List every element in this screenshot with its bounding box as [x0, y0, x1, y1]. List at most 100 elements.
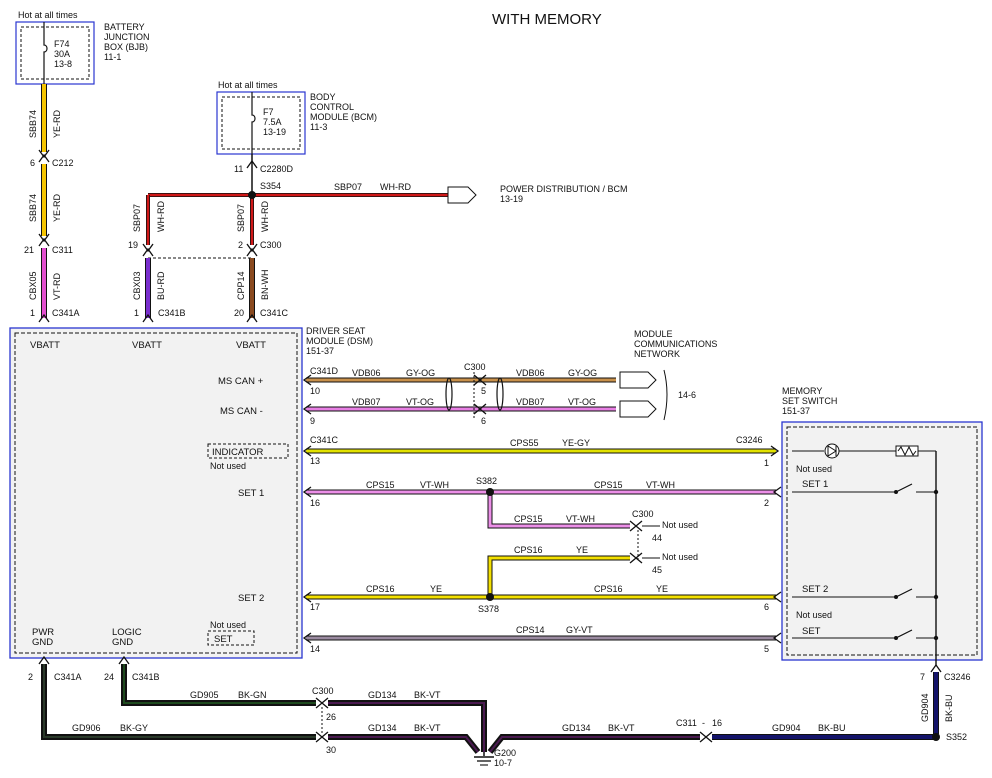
svg-text:20: 20: [234, 308, 244, 318]
svg-text:VT-WH: VT-WH: [646, 480, 675, 490]
svg-text:POWER DISTRIBUTION / BCM: POWER DISTRIBUTION / BCM: [500, 184, 628, 194]
svg-text:Not used: Not used: [662, 552, 698, 562]
svg-text:Not used: Not used: [210, 620, 246, 630]
svg-text:CPS14: CPS14: [516, 625, 545, 635]
svg-text:MS CAN +: MS CAN +: [218, 376, 264, 387]
svg-text:5: 5: [481, 386, 486, 396]
svg-text:S354: S354: [260, 181, 281, 191]
svg-text:16: 16: [712, 718, 722, 728]
svg-text:BK-GY: BK-GY: [120, 723, 148, 733]
svg-text:11: 11: [234, 164, 243, 174]
svg-text:13-19: 13-19: [500, 194, 523, 204]
svg-text:1: 1: [30, 308, 35, 318]
svg-text:19: 19: [128, 240, 138, 250]
svg-text:SET SWITCH: SET SWITCH: [782, 396, 837, 406]
fuse-amp: 7.5A: [263, 117, 282, 127]
svg-text:SET 2: SET 2: [802, 584, 828, 595]
svg-text:1: 1: [134, 308, 139, 318]
svg-text:MEMORY: MEMORY: [782, 386, 822, 396]
svg-text:C311: C311: [676, 718, 697, 728]
svg-text:GD134: GD134: [368, 690, 397, 700]
body-control-module: Hot at all times F7 7.5A 13-19 BODY CONT…: [216, 80, 377, 155]
svg-text:-: -: [702, 718, 705, 728]
svg-text:YE: YE: [430, 584, 442, 594]
fuse-icon: [251, 92, 256, 154]
bcm-feed-wires: 11 C2280D S354 SBP07 WH-RD POWER DISTRIB…: [128, 154, 628, 323]
svg-text:WH-RD: WH-RD: [260, 201, 270, 232]
svg-text:151-37: 151-37: [306, 346, 334, 356]
battery-junction-box: Hot at all times F74 30A 13-8 BATTERY JU…: [15, 10, 150, 85]
svg-text:GY-OG: GY-OG: [568, 368, 597, 378]
connector-arrow-icon: [447, 186, 477, 204]
svg-text:1: 1: [764, 458, 769, 468]
fuse-name: F7: [263, 107, 274, 117]
svg-text:BU-RD: BU-RD: [156, 271, 166, 300]
svg-text:SBB74: SBB74: [28, 194, 38, 222]
svg-text:C300: C300: [464, 362, 486, 372]
connector-arrow-icon: [619, 400, 657, 418]
svg-text:VT-WH: VT-WH: [566, 514, 595, 524]
svg-text:6: 6: [481, 416, 486, 426]
memory-set-switch: MEMORY SET SWITCH 151-37 Not used SET 1 …: [781, 386, 983, 734]
svg-text:SET: SET: [802, 626, 821, 637]
svg-text:SBP07: SBP07: [236, 204, 246, 232]
svg-text:VDB07: VDB07: [352, 397, 381, 407]
svg-text:CBX05: CBX05: [28, 271, 38, 300]
svg-text:MODULE (BCM): MODULE (BCM): [310, 112, 377, 122]
svg-text:C2280D: C2280D: [260, 164, 294, 174]
svg-text:BATTERY: BATTERY: [104, 22, 145, 32]
svg-text:C300: C300: [312, 686, 334, 696]
svg-text:G200: G200: [494, 748, 516, 758]
svg-text:Not used: Not used: [796, 610, 832, 620]
svg-text:9: 9: [310, 416, 315, 426]
splice-s352: [932, 733, 940, 741]
svg-text:26: 26: [326, 712, 336, 722]
svg-text:SBB74: SBB74: [28, 110, 38, 138]
splice-s378: [486, 593, 494, 601]
svg-text:BK-VT: BK-VT: [414, 723, 441, 733]
hot-label: Hot at all times: [218, 80, 278, 90]
svg-text:SET 1: SET 1: [238, 488, 264, 499]
svg-text:C3246: C3246: [736, 435, 763, 445]
svg-text:LOGIC: LOGIC: [112, 627, 142, 638]
svg-text:C341C: C341C: [260, 308, 289, 318]
svg-text:6: 6: [30, 158, 35, 168]
svg-text:BK-VT: BK-VT: [414, 690, 441, 700]
svg-text:21: 21: [24, 245, 34, 255]
svg-text:CPS16: CPS16: [366, 584, 395, 594]
svg-text:GND: GND: [32, 637, 53, 648]
fuse-amp: 30A: [54, 49, 70, 59]
svg-text:11-3: 11-3: [310, 122, 327, 132]
svg-text:VBATT: VBATT: [132, 340, 162, 351]
svg-text:C341B: C341B: [158, 308, 186, 318]
svg-text:SBP07: SBP07: [132, 204, 142, 232]
svg-text:BK-BU: BK-BU: [944, 694, 954, 722]
svg-text:10-7: 10-7: [494, 758, 512, 768]
svg-text:GD134: GD134: [368, 723, 397, 733]
svg-text:5: 5: [764, 644, 769, 654]
svg-text:151-37: 151-37: [782, 406, 810, 416]
splice-s382: [486, 488, 494, 496]
svg-text:14: 14: [310, 644, 320, 654]
svg-text:WH-RD: WH-RD: [156, 201, 166, 232]
svg-text:NETWORK: NETWORK: [634, 349, 680, 359]
fuse-ref: 13-19: [263, 127, 286, 137]
fuse-name: F74: [54, 39, 70, 49]
indicator-wire: C341C 13 CPS55 YE-GY C3246 1: [302, 435, 780, 468]
network-wires: C341D 10 9 C300 5 6 VDB06 GY-OG VDB07 VT…: [302, 329, 717, 426]
svg-text:VDB06: VDB06: [516, 368, 545, 378]
svg-text:CONTROL: CONTROL: [310, 102, 354, 112]
svg-text:CPS55: CPS55: [510, 438, 539, 448]
battery-feed-wire: SBB74 YE-RD 6 C212 SBB74 YE-RD 21 C311 C…: [24, 84, 80, 323]
svg-text:VBATT: VBATT: [30, 340, 60, 351]
svg-text:BODY: BODY: [310, 92, 336, 102]
svg-text:GD906: GD906: [72, 723, 101, 733]
svg-text:C341C: C341C: [310, 435, 339, 445]
svg-text:44: 44: [652, 533, 662, 543]
svg-text:7: 7: [920, 672, 925, 682]
svg-text:YE: YE: [576, 545, 588, 555]
svg-text:S352: S352: [946, 732, 967, 742]
svg-text:C341A: C341A: [52, 308, 80, 318]
svg-text:CPS15: CPS15: [514, 514, 543, 524]
